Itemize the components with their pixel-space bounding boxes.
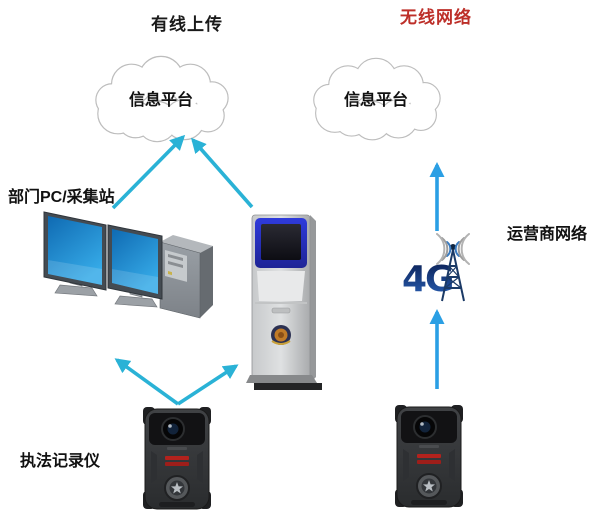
cloud-icon <box>313 57 441 141</box>
camera-badge <box>416 473 442 499</box>
kiosk-badge-emblem <box>271 325 291 345</box>
arrow-kiosk-to-cloud <box>191 137 254 209</box>
kiosk-shelf <box>257 271 305 301</box>
antenna-tower <box>441 249 465 302</box>
camera-indicator-grille <box>165 456 189 466</box>
camera-badge <box>164 475 190 501</box>
kiosk-base <box>246 375 317 383</box>
arrow-pc-to-cloud <box>111 134 186 210</box>
camera-lens <box>161 417 185 441</box>
4g-text: 4G <box>402 259 453 300</box>
radio-waves <box>436 233 470 265</box>
wireless-network-title: 无线网络 <box>400 8 472 27</box>
body-camera-icon-right <box>395 405 463 508</box>
dual-monitor-workstation-icon <box>43 211 213 319</box>
info-platform-label-right: 信息平台 <box>343 92 408 109</box>
camera-lens <box>413 415 437 439</box>
info-platform-cloud-left: 信息平台 <box>82 55 240 145</box>
body-camera-icon-left <box>143 407 211 510</box>
camera-indicator-grille <box>417 454 441 464</box>
wired-upload-title: 有线上传 <box>151 15 223 34</box>
pc-tower <box>159 235 213 319</box>
info-platform-label-left: 信息平台 <box>128 92 193 109</box>
kiosk-terminal-icon <box>246 214 322 390</box>
kiosk-card-slot <box>271 307 291 314</box>
arrow-camera-to-kiosk <box>177 364 239 406</box>
department-pc-label: 部门PC/采集站 <box>8 189 115 206</box>
monitor-left <box>43 211 107 291</box>
arrow-camera-to-pc <box>114 358 180 406</box>
law-recorder-label: 执法记录仪 <box>20 453 101 470</box>
cloud-icon <box>95 55 229 143</box>
monitor-right <box>107 224 163 300</box>
info-platform-cloud-right: 信息平台 <box>300 57 452 143</box>
carrier-network-label: 运营商网络 <box>507 226 588 243</box>
4g-antenna-icon: 4G <box>402 233 470 302</box>
kiosk-screen <box>261 224 301 260</box>
